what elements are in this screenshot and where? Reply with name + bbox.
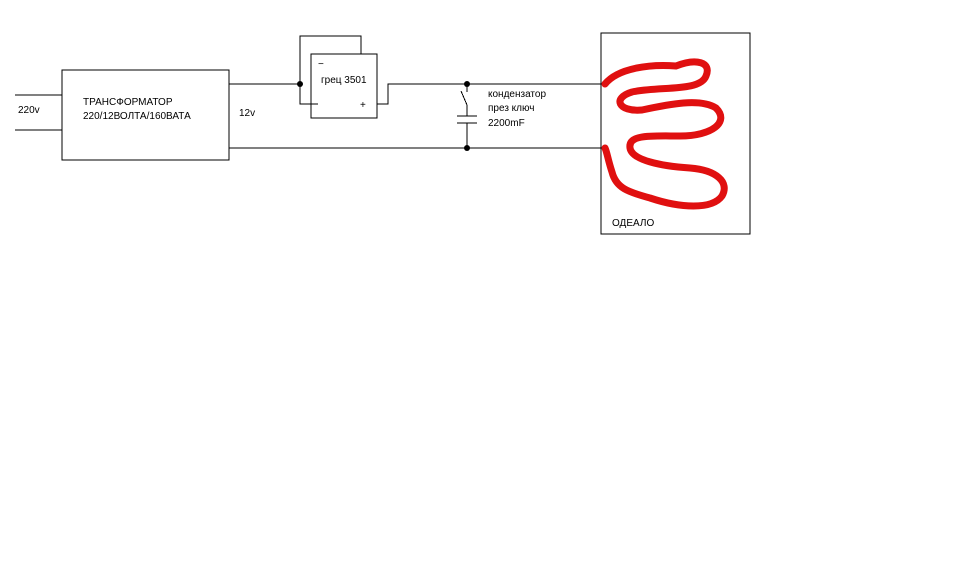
transformer-box [61, 69, 230, 161]
top-rail-right [377, 83, 605, 105]
capacitor-label-line2: през ключ [488, 103, 535, 114]
input-voltage-label: 220v [18, 105, 40, 116]
rectifier-minus-loop [299, 35, 362, 84]
transformer-label-line2: 220/12ВОЛТА/160ВАТА [83, 111, 191, 122]
capacitor-label-line1: кондензатор [488, 89, 546, 100]
rectifier-box [310, 53, 378, 119]
rectifier-plus-sign: + [360, 100, 366, 111]
capacitor-label-line3: 2200mF [488, 118, 525, 129]
blanket-label: ОДЕАЛО [612, 218, 654, 229]
output-voltage-label: 12v [239, 108, 255, 119]
heating-wire [601, 58, 728, 210]
switch-blade [460, 90, 468, 106]
rectifier-minus-sign: − [318, 59, 324, 70]
rectifier-ac-lead [299, 84, 318, 105]
transformer-label-line1: ТРАНСФОРМАТОР [83, 97, 173, 108]
rectifier-label: грец 3501 [321, 75, 367, 86]
